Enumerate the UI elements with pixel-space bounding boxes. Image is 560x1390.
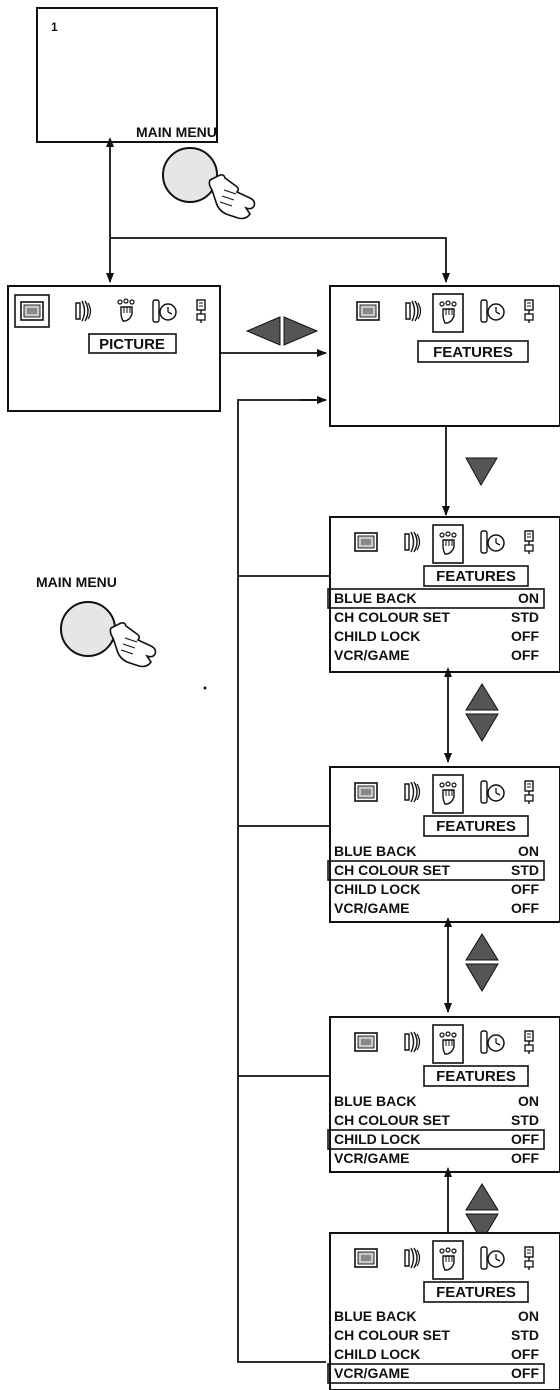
menu-item-value: ON	[518, 590, 539, 606]
menu-item-value: OFF	[511, 1131, 539, 1147]
down-arrow-button[interactable]	[466, 458, 497, 485]
features-title: FEATURES	[436, 568, 516, 585]
picture-icon	[355, 1033, 377, 1051]
menu-item-label: CH COLOUR SET	[334, 1112, 450, 1128]
menu-item-value: OFF	[511, 881, 539, 897]
menu-item-value: OFF	[511, 1365, 539, 1381]
menu-item-label: CH COLOUR SET	[334, 609, 450, 625]
up-arrow-button[interactable]	[466, 1184, 498, 1210]
main-menu-button-left[interactable]	[61, 602, 115, 656]
picture-icon	[357, 302, 379, 320]
menu-item-label: CHILD LOCK	[334, 881, 420, 897]
menu-item-label: BLUE BACK	[334, 1308, 416, 1324]
down-arrow-button[interactable]	[466, 964, 498, 991]
right-arrow-button[interactable]	[284, 317, 317, 345]
menu-item-label: CHILD LOCK	[334, 628, 420, 644]
features-title: FEATURES	[436, 1068, 516, 1085]
main-menu-button-top[interactable]	[163, 148, 217, 202]
return-line	[238, 400, 326, 1362]
menu-item-value: STD	[511, 862, 539, 878]
dot-mark	[204, 687, 207, 690]
pointing-hand-icon	[209, 175, 254, 219]
left-arrow-button[interactable]	[247, 317, 280, 345]
picture-icon	[355, 783, 377, 801]
screen-number: 1	[51, 20, 58, 34]
tv-screen	[37, 8, 217, 142]
up-arrow-button[interactable]	[466, 934, 498, 960]
features-menu-4: FEATURES BLUE BACK ON CH COLOUR SET STD …	[328, 1233, 560, 1390]
main-menu-label-top: MAIN MENU	[136, 124, 217, 140]
menu-item-value: OFF	[511, 1150, 539, 1166]
menu-item-label: VCR/GAME	[334, 900, 409, 916]
menu-item-label: CHILD LOCK	[334, 1346, 420, 1362]
down-arrow-button[interactable]	[466, 714, 498, 741]
pointing-hand-icon	[110, 623, 155, 667]
menu-item-value: OFF	[511, 900, 539, 916]
features-menu-1: FEATURES BLUE BACK ON CH COLOUR SET STD …	[238, 517, 560, 672]
menu-item-label: BLUE BACK	[334, 843, 416, 859]
menu-item-label: VCR/GAME	[334, 1150, 409, 1166]
menu-item-value: ON	[518, 1308, 539, 1324]
menu-item-value: OFF	[511, 647, 539, 663]
picture-icon	[355, 533, 377, 551]
menu-item-label: VCR/GAME	[334, 1365, 409, 1381]
menu-item-value: STD	[511, 609, 539, 625]
picture-icon	[355, 1249, 377, 1267]
menu-item-value: ON	[518, 1093, 539, 1109]
menu-item-value: OFF	[511, 628, 539, 644]
menu-item-label: CH COLOUR SET	[334, 862, 450, 878]
features-menu-3: FEATURES BLUE BACK ON CH COLOUR SET STD …	[238, 1017, 560, 1172]
menu-item-value: ON	[518, 843, 539, 859]
menu-item-label: BLUE BACK	[334, 1093, 416, 1109]
picture-icon	[21, 302, 43, 320]
features-title: FEATURES	[436, 818, 516, 835]
features-title-top: FEATURES	[433, 344, 513, 361]
picture-title: PICTURE	[99, 336, 165, 353]
features-title: FEATURES	[436, 1284, 516, 1301]
menu-item-value: STD	[511, 1327, 539, 1343]
main-menu-label-left: MAIN MENU	[36, 574, 117, 590]
up-arrow-button[interactable]	[466, 684, 498, 710]
menu-item-label: CHILD LOCK	[334, 1131, 420, 1147]
connector-to-features	[110, 238, 446, 282]
menu-item-value: STD	[511, 1112, 539, 1128]
menu-item-value: OFF	[511, 1346, 539, 1362]
menu-item-label: BLUE BACK	[334, 590, 416, 606]
menu-item-label: CH COLOUR SET	[334, 1327, 450, 1343]
menu-item-label: VCR/GAME	[334, 647, 409, 663]
features-menu-2: FEATURES BLUE BACK ON CH COLOUR SET STD …	[238, 767, 560, 922]
